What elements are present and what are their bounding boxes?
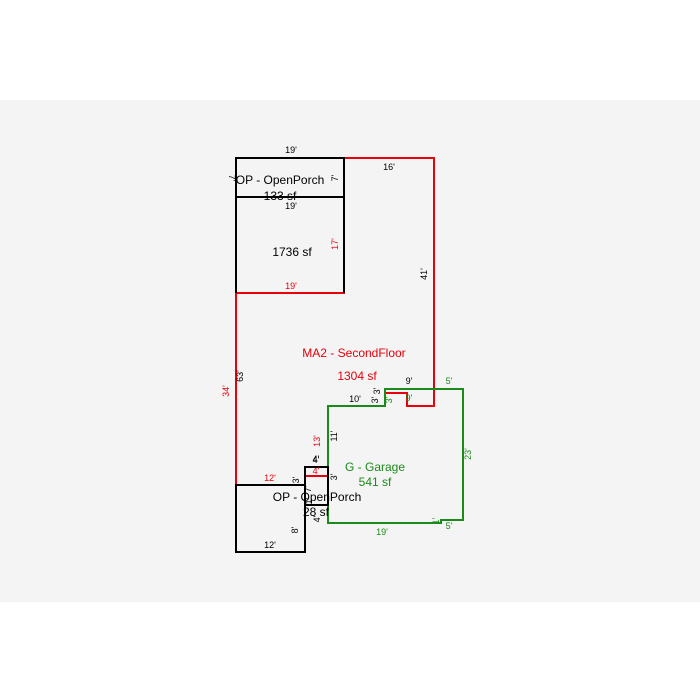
- dim-porch-b-3: 3': [329, 473, 339, 480]
- open-porch-top-name: OP - OpenPorch: [236, 173, 325, 187]
- dim-porch-top-bottom: 19': [285, 201, 297, 211]
- dim-main-left-outer: 34': [221, 385, 231, 397]
- second-floor-name: MA2 - SecondFloor: [302, 346, 405, 360]
- garage-outline: [327, 388, 464, 524]
- dim-porch-b-8: 8': [290, 526, 300, 533]
- sketch-background: [0, 100, 700, 602]
- dim-porch-b-4a: 4': [313, 455, 320, 465]
- dim-garage-notch-bottom: 5': [446, 521, 453, 531]
- dim-step-small-a: 3': [372, 387, 382, 394]
- garage-outline-group: [327, 388, 464, 524]
- dim-porch-b-small-3: 3': [291, 476, 301, 483]
- dim-main-left-inner: 63': [235, 370, 245, 382]
- dim-porch-top-width: 19': [285, 145, 297, 155]
- main-area-sf: 1736 sf: [272, 245, 312, 259]
- dim-porch-b-1: 1': [304, 497, 314, 504]
- dim-garage-left-red: 13': [312, 435, 322, 447]
- open-porch-top-outline: [235, 157, 345, 198]
- dim-step-red-3: 3': [384, 396, 394, 403]
- dim-step-left: 10': [349, 394, 361, 404]
- porch-connector-outline: [304, 466, 329, 506]
- dim-garage-left-inner: 11': [329, 430, 339, 441]
- second-floor-area: 1304 sf: [337, 369, 377, 383]
- main-floor-block: [235, 157, 345, 293]
- dim-main-notch-right: 17': [330, 238, 340, 250]
- dim-porch-top-left: 7': [227, 175, 237, 182]
- dim-garage-bottom: 19': [376, 527, 388, 537]
- open-porch-bottom-outline: [235, 484, 306, 553]
- main-floor-outline: [235, 197, 345, 293]
- lower-porch-group: [235, 466, 329, 553]
- dim-garage-notch-side: 1': [431, 517, 441, 524]
- dim-garage-top: 5': [446, 376, 453, 386]
- dim-main-top: 16': [383, 162, 395, 172]
- dim-porch-top-right: 7': [330, 174, 340, 181]
- dim-step-small-c: 9': [406, 393, 413, 403]
- dim-step-top: 9': [406, 376, 413, 386]
- garage-area: 541 sf: [359, 475, 392, 489]
- dim-main-right: 41': [419, 268, 429, 280]
- dim-porch-b-7: 7': [303, 485, 313, 492]
- dim-porch-b-4d: 4': [312, 515, 322, 522]
- open-porch-top-area: 133 sf: [264, 189, 297, 203]
- dim-step-small-b: 3': [370, 396, 380, 403]
- dim-porch-b-bottom: 12': [264, 540, 276, 550]
- dim-main-notch-bottom: 19': [285, 281, 297, 291]
- dim-porch-b-top-left: 12': [264, 473, 276, 483]
- garage-name: G - Garage: [345, 460, 405, 474]
- open-porch-bottom-area: 28 sf: [303, 505, 330, 519]
- open-porch-bottom-name: OP - OpenPorch: [273, 490, 362, 504]
- dim-porch-b-4c: 4': [313, 466, 320, 476]
- dim-porch-b-4b: 4': [313, 454, 320, 464]
- dim-garage-right: 23': [463, 448, 473, 460]
